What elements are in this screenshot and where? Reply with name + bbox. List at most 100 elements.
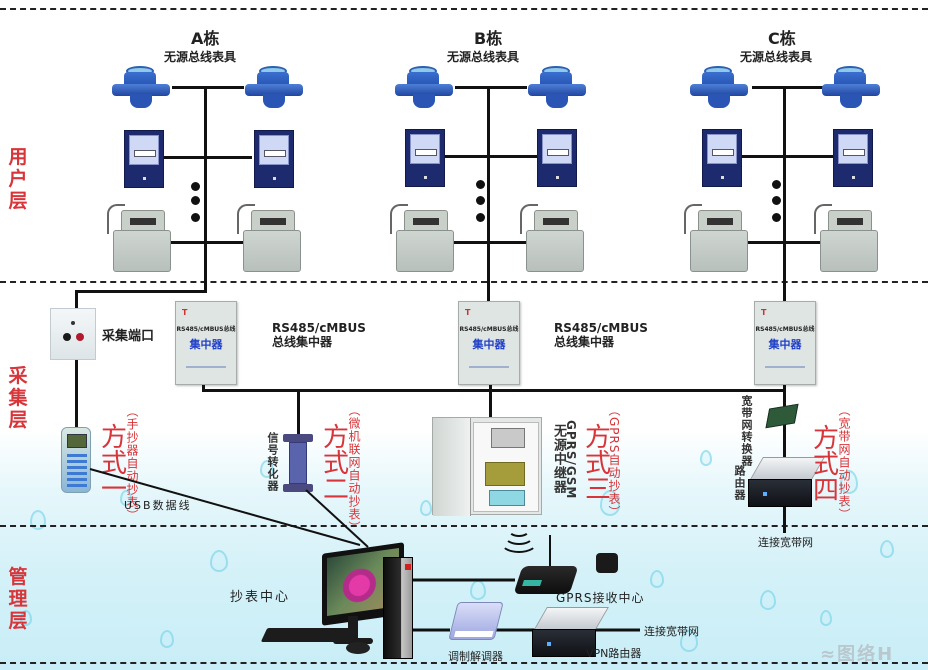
collection-port [50, 308, 96, 360]
concentrator-model: RS485/cMBUS总线 [176, 326, 236, 333]
layer-label-collection: 采集层 [6, 365, 30, 431]
water-drop [20, 610, 32, 626]
electric-meter [833, 129, 873, 187]
gprs-relay-label-line1: GPRS/GSM [564, 420, 578, 500]
concentrator-model: RS485/cMBUS总线 [459, 326, 519, 333]
power-adapter [596, 553, 618, 573]
mode-2-desc: （微机联网自动抄表） [347, 404, 361, 534]
water-drop [880, 540, 894, 558]
monitor-stand-base [333, 638, 373, 644]
mode-title-text: 方式四 [812, 424, 839, 506]
mode-1-desc: （手抄器自动抄表） [125, 405, 139, 522]
gas-meter [520, 202, 584, 272]
backbone-to-converter [297, 389, 300, 435]
layer-label-text: 管理层 [8, 566, 28, 632]
bus-branch [172, 86, 244, 89]
bus-link-to-port [75, 290, 78, 308]
modem [448, 602, 504, 640]
handheld-reader [61, 427, 91, 493]
water-drop [820, 610, 832, 626]
mode-3-desc: （GPRS自动抄表） [607, 404, 621, 519]
ellipsis-dot [476, 196, 485, 205]
bus-branch [168, 241, 246, 244]
water-drop [760, 590, 776, 610]
water-drop [840, 470, 858, 494]
vpn-router-label: VPN路由器 [586, 647, 642, 660]
ellipsis-dot [476, 213, 485, 222]
mode-title-text: 方式三 [584, 423, 611, 505]
bus-branch [455, 86, 527, 89]
concentrator-model: RS485/cMBUS总线 [755, 326, 815, 333]
water-meter [528, 66, 586, 110]
water-drop [260, 460, 274, 478]
mode-title-text: 方式二 [322, 423, 349, 505]
usb-cable-line [89, 468, 361, 546]
building-subtitle: 无源总线表具 [447, 50, 520, 64]
connect-broadband-label-2: 连接宽带网 [644, 625, 699, 638]
ellipsis-dot [772, 180, 781, 189]
concentrator-logo-icon: T [465, 308, 471, 317]
concentrator-name: 集中器 [189, 338, 223, 351]
bus-branch [740, 155, 834, 158]
water-meter [245, 66, 303, 110]
connect-broadband-label: 连接宽带网 [758, 536, 813, 549]
bus-branch [452, 241, 530, 244]
concentrator-caption-b: RS485/cMBUS 总线集中器 [554, 321, 648, 349]
reading-center-label: 抄表中心 [230, 590, 291, 605]
water-drop [420, 500, 432, 516]
concentrator-a: T RS485/cMBUS总线 集中器 [175, 301, 237, 385]
building-title: C栋 [768, 29, 796, 48]
converter-to-pc-line [305, 489, 369, 548]
layer-label-user: 用户层 [6, 146, 30, 212]
water-drop [120, 490, 132, 506]
ellipsis-dot [476, 180, 485, 189]
water-meter [822, 66, 880, 110]
port-to-handheld-line [75, 360, 78, 428]
mode-2-title: 方式二 [322, 425, 350, 503]
water-drop [700, 450, 712, 466]
water-meter [395, 66, 453, 110]
concentrator-b: T RS485/cMBUS总线 集中器 [458, 301, 520, 385]
bus-link-to-port [75, 290, 207, 293]
mode-4-desc: （宽带网自动抄表） [837, 404, 851, 521]
electric-meter [537, 129, 577, 187]
signal-converter [283, 434, 313, 492]
building-title: A栋 [191, 29, 220, 48]
layer-label-text: 用户层 [8, 146, 28, 212]
electric-meter [702, 129, 742, 187]
gas-meter [814, 202, 878, 272]
ellipsis-dot [772, 196, 781, 205]
layer-divider-bottom [0, 662, 928, 664]
gas-meter [107, 202, 171, 272]
ellipsis-dot [772, 213, 781, 222]
gas-meter [237, 202, 301, 272]
bus-line [204, 86, 207, 291]
layer-divider-collection-management [0, 525, 928, 527]
mouse [346, 642, 370, 654]
water-meter [690, 66, 748, 110]
caption-line: 总线集中器 [272, 335, 333, 349]
concentrator-name: 集中器 [768, 338, 802, 351]
gprs-relay-label-line2: 无源中继器 [551, 424, 566, 494]
concentrator-link [202, 385, 205, 392]
gprs-relay-cabinet [432, 417, 542, 516]
concentrator-name: 集中器 [472, 338, 506, 351]
layer-label-management: 管理层 [6, 566, 30, 632]
electric-meter [124, 130, 164, 188]
water-meter [112, 66, 170, 110]
watermark: ≈图络H [820, 644, 895, 665]
bus-branch [445, 155, 537, 158]
bus-branch [748, 241, 830, 244]
bus-branch [752, 86, 826, 89]
pc-tower [383, 557, 413, 659]
bus-branch [164, 156, 252, 159]
water-drop [210, 550, 228, 572]
water-drop [650, 570, 664, 588]
concentrator-logo-icon: T [182, 308, 188, 317]
ellipsis-dot [191, 182, 200, 191]
building-subtitle: 无源总线表具 [740, 50, 813, 64]
caption-line: RS485/cMBUS [554, 321, 648, 335]
mode-3-title: 方式三 [584, 425, 612, 503]
keyboard [260, 628, 358, 642]
